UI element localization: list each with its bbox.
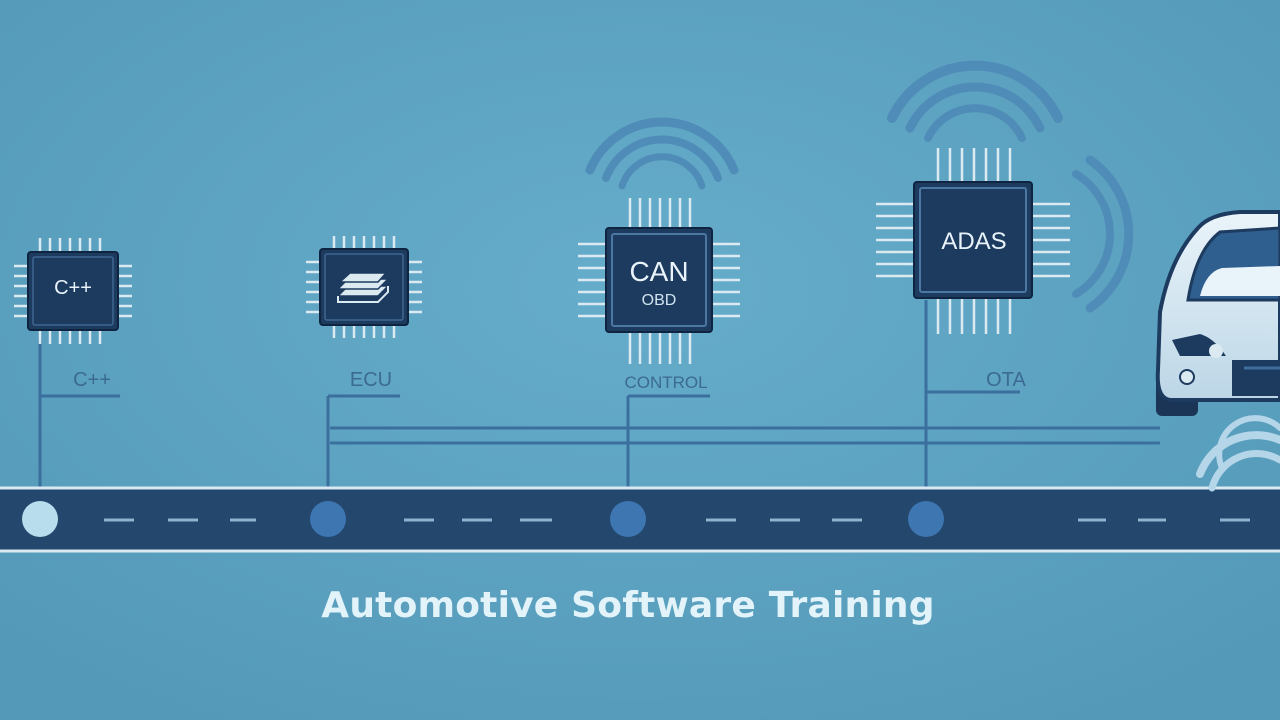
milestone-dot-2[interactable] — [310, 501, 346, 537]
chip-label-adas: ADAS — [941, 228, 1006, 255]
chip-sublabel-can: OBD — [642, 292, 677, 309]
cpp-chip-icon — [14, 238, 132, 344]
circuit-stack-icon — [306, 236, 422, 338]
caption-processor: ECU — [350, 369, 392, 391]
caption-can: CONTROL — [624, 373, 707, 392]
milestone-dot-3[interactable] — [610, 501, 646, 537]
milestone-dot-4[interactable] — [908, 501, 944, 537]
adas-chip-icon — [876, 148, 1070, 334]
wireless-signal-side-icon — [1072, 155, 1134, 313]
can-chip-icon — [578, 198, 740, 364]
caption-adas: OTA — [986, 369, 1026, 391]
chip-label-can: CAN — [629, 256, 688, 287]
car-icon — [1155, 210, 1280, 492]
wireless-signal-top-icon — [887, 60, 1063, 142]
wireless-signal-icon — [585, 117, 739, 190]
page-title: Automotive Software Training — [321, 585, 935, 626]
chip-label-cpp: C++ — [54, 277, 92, 299]
caption-cpp: C++ — [73, 369, 111, 391]
connector-lines — [38, 300, 1160, 500]
milestone-dot-1[interactable] — [22, 501, 58, 537]
